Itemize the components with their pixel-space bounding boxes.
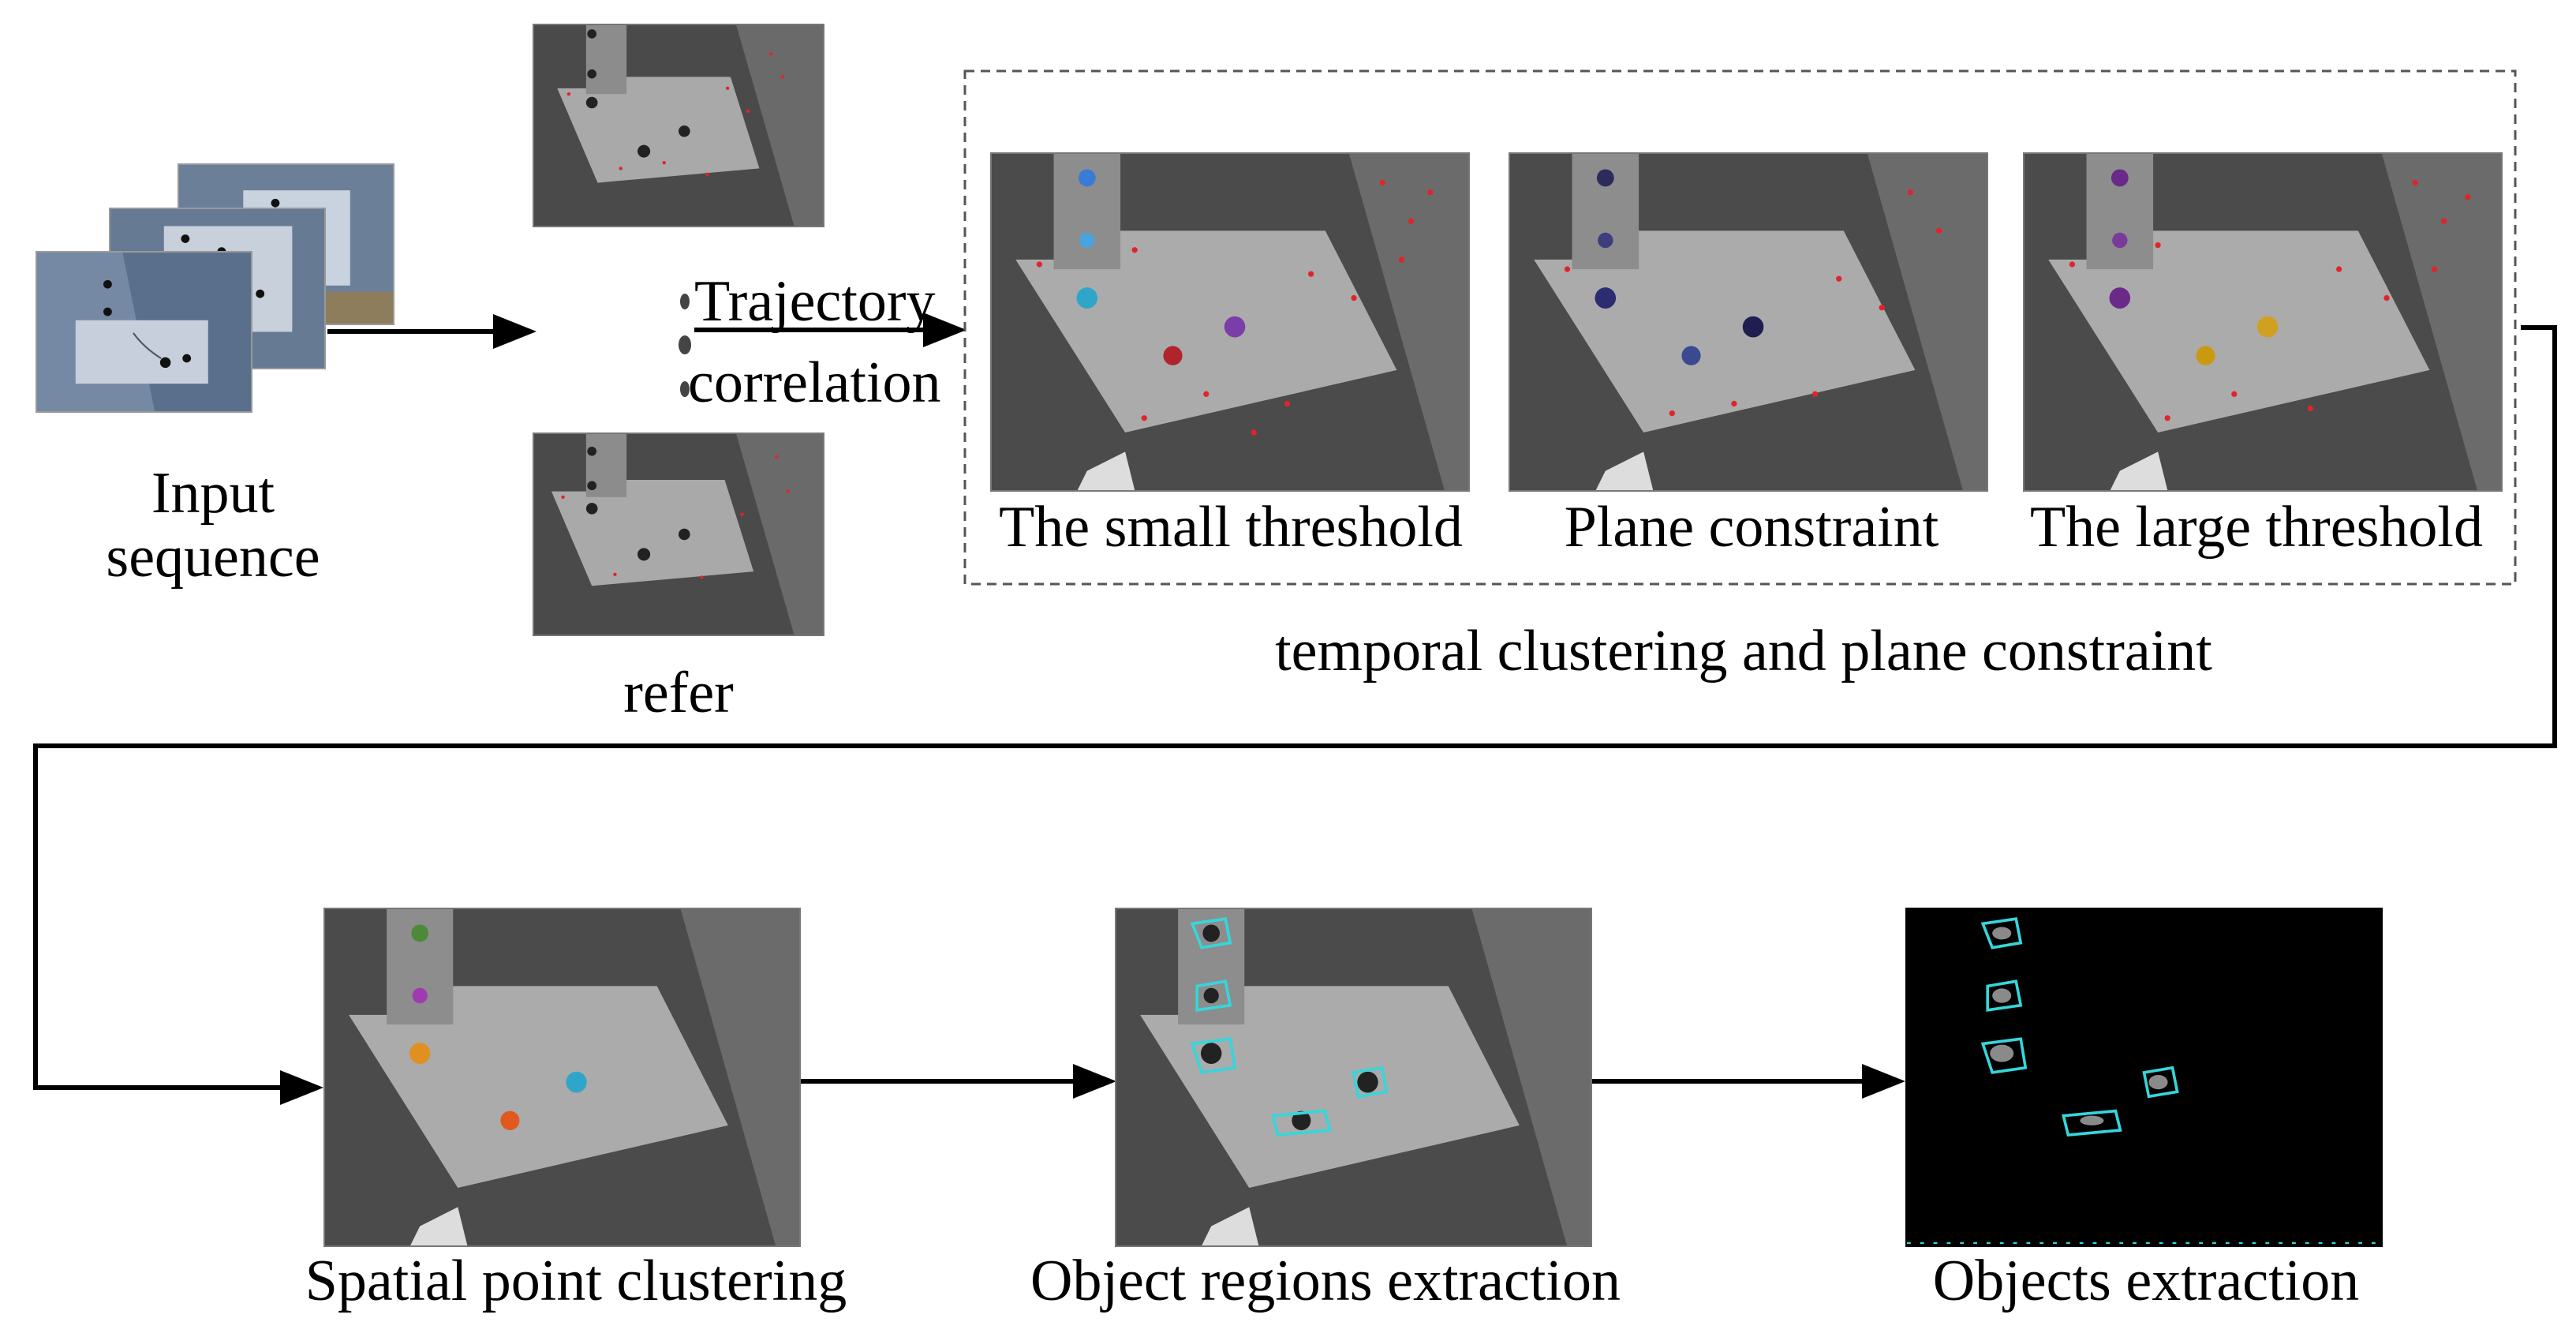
refer-frame-top xyxy=(533,24,824,227)
small-threshold-caption: The small threshold xyxy=(999,495,1463,560)
bullet-dot xyxy=(680,294,690,309)
arrow-right-icon xyxy=(1862,1064,1905,1099)
object-regions-caption: Object regions extraction xyxy=(1030,1249,1621,1313)
trajectory-caption-line2: correlation xyxy=(688,350,941,415)
input-frame-1 xyxy=(36,251,252,413)
small-threshold-panel xyxy=(990,152,1470,492)
plane-constraint-caption: Plane constraint xyxy=(1564,495,1939,560)
large-threshold-panel xyxy=(2023,152,2503,492)
trajectory-caption-line1: Trajectory xyxy=(694,269,936,334)
spatial-clustering-panel xyxy=(323,908,801,1247)
input-caption-line2: sequence xyxy=(106,525,320,590)
wrap-connector xyxy=(33,325,2557,1090)
arrow-right-icon xyxy=(923,313,966,347)
arrow-right-icon xyxy=(1073,1064,1116,1099)
spatial-clustering-caption: Spatial point clustering xyxy=(305,1249,847,1313)
bullet-dot xyxy=(680,381,690,397)
input-caption-line1: Input xyxy=(151,461,275,526)
bullet-dot xyxy=(679,335,691,354)
large-threshold-caption: The large threshold xyxy=(2029,495,2483,560)
temporal-group-box xyxy=(963,69,2517,586)
objects-extraction-panel xyxy=(1905,908,2383,1247)
arrow-right-icon xyxy=(493,314,537,349)
temporal-group-caption: temporal clustering and plane constraint xyxy=(1275,619,2212,683)
input-caption: Input sequence xyxy=(63,461,363,590)
refer-caption: refer xyxy=(623,661,734,725)
plane-constraint-panel xyxy=(1509,152,1988,492)
objects-extraction-caption: Objects extraction xyxy=(1932,1249,2360,1313)
object-regions-panel xyxy=(1115,908,1592,1247)
arrow-right-icon xyxy=(280,1070,323,1105)
refer-frame-bottom xyxy=(533,433,824,636)
